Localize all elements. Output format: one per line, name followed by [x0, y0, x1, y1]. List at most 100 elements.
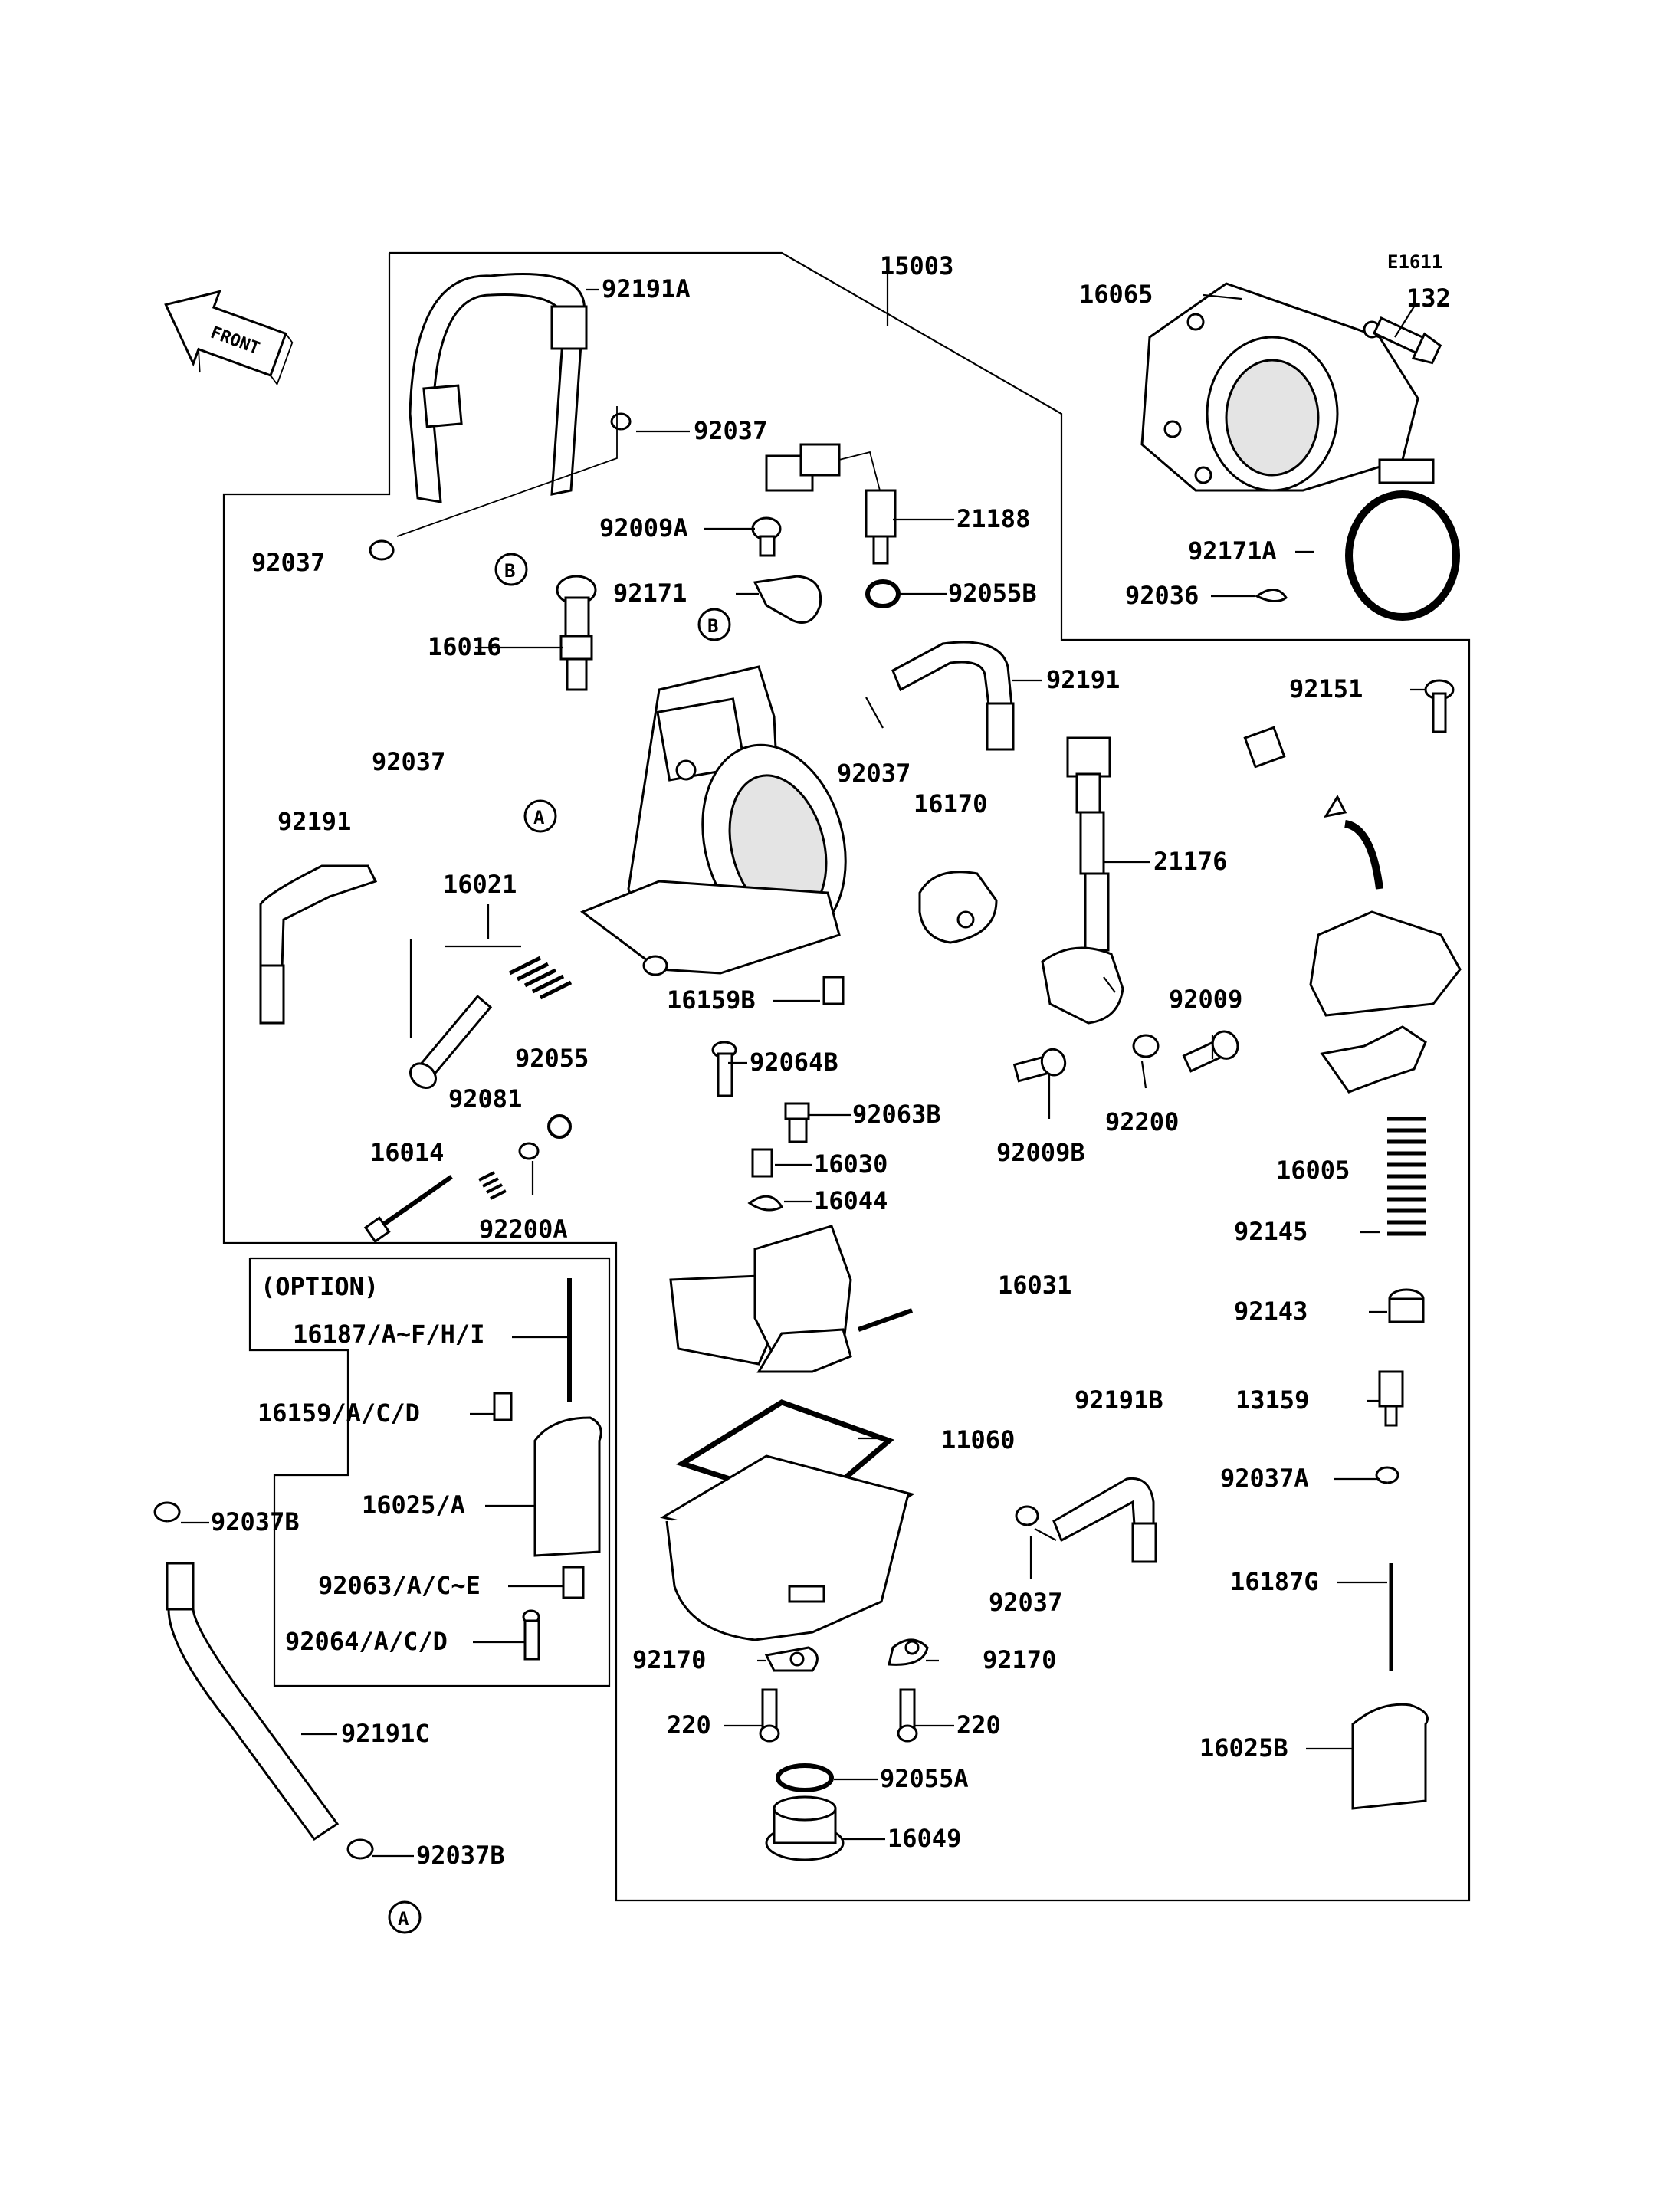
holder-16005	[1243, 726, 1462, 1094]
part-label-p92009A: 92009A	[599, 513, 688, 543]
screw-92009B	[1012, 1048, 1067, 1083]
callout-a-main: A	[523, 799, 557, 833]
screw-16016	[556, 575, 597, 691]
valve-16025A-option	[533, 1416, 602, 1557]
part-label-p92191A: 92191A	[602, 274, 691, 303]
option-label: (OPTION)	[261, 1272, 379, 1301]
part-label-p16187G: 16187G	[1230, 1567, 1319, 1596]
part-label-p16030: 16030	[814, 1149, 888, 1179]
part-label-p16016: 16016	[428, 632, 501, 661]
part-label-p92037_a: 92037	[694, 416, 767, 445]
option-box-frame	[248, 1257, 611, 1687]
part-label-p132: 132	[1406, 284, 1451, 313]
clip-92037B-lower	[346, 1838, 374, 1860]
part-label-p92009B: 92009B	[996, 1138, 1085, 1167]
part-label-p92037_d: 92037	[837, 759, 911, 788]
clip-16044	[747, 1195, 784, 1212]
svg-text:A: A	[398, 1908, 409, 1930]
part-label-p16005: 16005	[1276, 1156, 1350, 1185]
part-label-p92037B_b: 92037B	[416, 1841, 505, 1870]
spring-16021	[508, 956, 573, 1000]
cap-92143	[1388, 1288, 1425, 1323]
part-label-p92143: 92143	[1234, 1297, 1308, 1326]
plug-16049	[765, 1795, 845, 1861]
part-label-p92063ACE: 92063/A/C~E	[318, 1571, 481, 1600]
svg-text:B: B	[504, 560, 515, 582]
carburetor-body-15003	[579, 665, 847, 976]
float-16031	[669, 1225, 914, 1373]
part-label-p92191_a: 92191	[277, 807, 351, 836]
part-label-p11060: 11060	[941, 1425, 1015, 1454]
part-label-p16014: 16014	[370, 1138, 444, 1167]
sensor-21188	[765, 443, 897, 565]
oring-92055A	[776, 1763, 834, 1792]
part-label-p92191_b: 92191	[1046, 665, 1120, 694]
screw-92009A	[751, 516, 782, 557]
part-label-p92037B_a: 92037B	[211, 1507, 300, 1536]
part-label-p16170: 16170	[914, 789, 987, 818]
valve-16025B	[1351, 1703, 1429, 1810]
clip-92036	[1255, 589, 1288, 602]
bracket-92170-left	[764, 1646, 819, 1672]
jet-16159-option	[493, 1392, 513, 1421]
callout-b-body: B	[697, 608, 731, 641]
band-clamp-92171A	[1345, 458, 1460, 621]
sensor-21176	[1041, 736, 1124, 1025]
hose-92191-left	[259, 864, 378, 1025]
hose-92191-right	[891, 641, 1015, 751]
jet-92063B	[784, 1102, 810, 1143]
washer-92200A	[518, 1142, 540, 1160]
washer-92200	[1132, 1034, 1160, 1058]
part-label-p16025B: 16025B	[1199, 1733, 1288, 1763]
part-label-p16044: 16044	[814, 1186, 888, 1215]
jet-16159B	[822, 976, 845, 1005]
oring-92055B	[865, 579, 901, 608]
clip-92037B-upper	[153, 1501, 181, 1523]
screw-16021	[409, 995, 493, 1089]
main-assembly-frame	[222, 251, 1471, 1902]
part-label-p92037A: 92037A	[1220, 1464, 1309, 1493]
svg-text:A: A	[533, 807, 545, 828]
part-label-p21176: 21176	[1153, 847, 1227, 876]
part-label-p92145: 92145	[1234, 1217, 1308, 1246]
part-label-p92170_b: 92170	[983, 1645, 1056, 1674]
front-arrow-icon: FRONT	[164, 290, 294, 386]
part-label-p92009: 92009	[1169, 985, 1242, 1014]
part-label-p16159B: 16159B	[667, 985, 756, 1015]
screw-220-left	[759, 1688, 780, 1743]
part-label-p15003: 15003	[880, 251, 953, 280]
needle-jet-92064B	[711, 1041, 737, 1097]
part-label-p92055B: 92055B	[948, 579, 1037, 608]
part-label-p92171A: 92171A	[1188, 536, 1277, 566]
clip-92037-upper	[610, 412, 632, 431]
part-label-p92064B: 92064B	[750, 1048, 838, 1077]
part-label-p92081: 92081	[448, 1084, 522, 1113]
part-label-p13159: 13159	[1235, 1385, 1309, 1415]
part-label-p92200: 92200	[1105, 1107, 1179, 1136]
part-label-p92171: 92171	[613, 579, 687, 608]
hose-92191C	[166, 1562, 340, 1841]
part-label-p92037_c: 92037	[372, 747, 445, 776]
part-label-p92191B: 92191B	[1075, 1385, 1163, 1415]
part-label-p16049: 16049	[888, 1824, 961, 1853]
part-label-p92055A: 92055A	[880, 1764, 969, 1793]
callout-a-bottom: A	[388, 1900, 422, 1934]
jet-92064-option	[522, 1609, 540, 1661]
diagram-code: E1611	[1387, 251, 1442, 273]
part-label-p92151: 92151	[1289, 674, 1363, 703]
part-label-p21188: 21188	[956, 504, 1030, 533]
part-label-p220_b: 220	[956, 1710, 1001, 1740]
part-label-p92200A: 92200A	[479, 1215, 568, 1244]
part-label-p16065: 16065	[1079, 280, 1153, 309]
part-label-p16025A: 16025/A	[362, 1490, 465, 1520]
bracket-92170-right	[888, 1638, 929, 1666]
part-label-p92170_a: 92170	[632, 1645, 706, 1674]
clip-92037-bowl	[1015, 1505, 1039, 1526]
clamp-92171	[753, 575, 822, 624]
spring-92145	[1387, 1117, 1426, 1236]
clip-92037A	[1375, 1466, 1399, 1484]
part-label-p92036: 92036	[1125, 581, 1199, 610]
spring-92081	[478, 1171, 507, 1200]
